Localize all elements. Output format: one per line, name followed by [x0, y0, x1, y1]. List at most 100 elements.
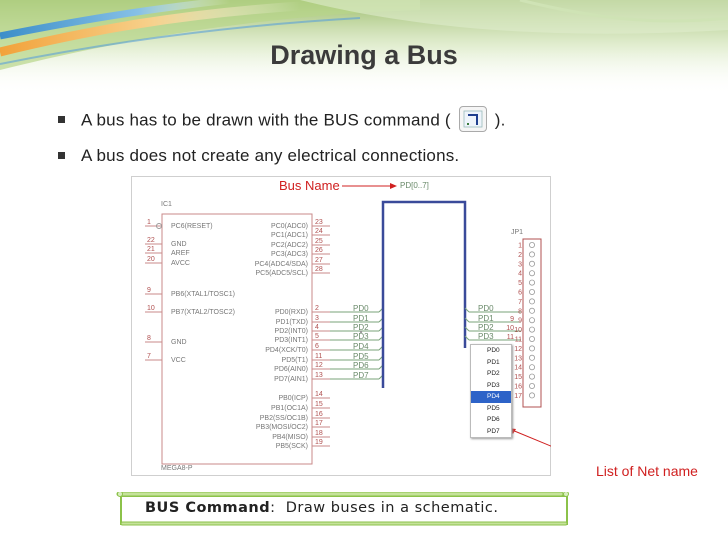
jp-pin-number: 14	[514, 365, 522, 372]
ic-pin-number: 22	[147, 237, 155, 244]
ic-pin-name: PD2(INT0)	[275, 328, 308, 335]
command-note-text: BUS Command: Draw buses in a schematic.	[145, 500, 499, 516]
ic-pin-number: 28	[315, 266, 323, 273]
jp-pin-number: 17	[514, 393, 522, 400]
net-label: PD1	[478, 314, 494, 323]
ic-pin-number: 26	[315, 247, 323, 254]
ic-pin-name: PC2(ADC2)	[271, 242, 308, 249]
jp-pin	[528, 335, 535, 342]
ic-body	[161, 213, 313, 465]
bullet-text: A bus has to be drawn with the BUS comma…	[81, 110, 451, 130]
net-label: PD0	[478, 304, 494, 313]
ic-pin-name: PB3(MOSI/OC2)	[256, 424, 308, 431]
slide-title: Drawing a Bus	[270, 40, 458, 70]
bullet-item: A bus has to be drawn with the BUS comma…	[58, 106, 506, 134]
ic-pin-name: PD3(INT1)	[275, 337, 308, 344]
bullet-text: A bus does not create any electrical con…	[81, 146, 460, 165]
jp-pin-number: 16	[514, 384, 522, 391]
net-label: PD2	[478, 323, 494, 332]
jp-pin	[528, 260, 535, 267]
bus-name-label: Bus Name	[279, 178, 340, 193]
bullet-marker	[58, 116, 65, 124]
ic-pin-name: PD7(AIN1)	[274, 376, 308, 383]
ic-pin-number: 8	[147, 335, 151, 342]
ic-pin-number: 16	[315, 411, 323, 418]
net-label: PD7	[353, 371, 369, 380]
ic-pin-name: PB2(SS/OC1B)	[260, 415, 308, 422]
net-list-option[interactable]: PD7	[487, 427, 500, 435]
ic-pin-name: PC3(ADC3)	[271, 251, 308, 258]
jp-pin-number: 10	[506, 325, 514, 332]
jp-reference: JP1	[511, 229, 523, 236]
net-list-option[interactable]: PD4	[471, 391, 511, 403]
ic-pin-number: 2	[315, 305, 319, 312]
ic-reference: IC1	[161, 201, 172, 208]
ic-pin-name: PC6(RESET)	[171, 223, 213, 230]
ic-pin-number: 10	[147, 305, 155, 312]
jp-pin-number: 2	[518, 252, 522, 259]
jp-pin-number: 7	[518, 299, 522, 306]
bus-line	[381, 200, 467, 388]
ic-pin-number: 9	[147, 287, 151, 294]
list-callout-arrow-line	[511, 429, 551, 447]
ic-value: MEGA8-P	[161, 465, 193, 472]
net-list-option[interactable]: PD2	[487, 370, 500, 377]
ic-pin-number: 13	[315, 372, 323, 379]
ic-pin-number: 20	[147, 256, 155, 263]
net-wire-entry	[464, 307, 470, 313]
jp-pin-number: 12	[514, 346, 522, 353]
ic-pin-number: 27	[315, 257, 323, 264]
ic-pin-name: PB5(SCK)	[276, 443, 308, 450]
net-list-option[interactable]: PD5	[487, 404, 500, 412]
ic-pin-name: VCC	[171, 357, 186, 364]
ic-pin-number: 21	[147, 246, 155, 253]
bullet-marker	[58, 152, 65, 159]
ic-pin-name: PC4(ADC4/SDA)	[255, 261, 308, 268]
jp-pin-number: 3	[518, 261, 522, 268]
jp-pin-number: 11	[507, 334, 514, 341]
ic-pin-number: 15	[315, 401, 323, 408]
jp-pin-number: 13	[514, 355, 522, 362]
net-wire-entry	[464, 326, 470, 332]
jp-pin	[528, 251, 535, 258]
jp-pin-number: 1	[518, 243, 522, 250]
bus-command-icon	[458, 106, 487, 132]
jp-connector-body	[522, 238, 542, 408]
net-list-option[interactable]: PD1	[487, 358, 500, 366]
ic-pin-number: 24	[315, 228, 323, 235]
ic-pin-number: 3	[315, 315, 319, 322]
ic-pin-name: PD0(RXD)	[275, 309, 308, 316]
ic-pin-name: PC1(ADC1)	[271, 232, 308, 239]
net-label: PD4	[353, 342, 369, 351]
net-list-option[interactable]: PD3	[487, 381, 500, 389]
net-wire-entry	[464, 317, 470, 323]
jp-pin	[528, 373, 535, 380]
ic-pin-name: GND	[171, 339, 187, 346]
ic-pin-name: PB7(XTAL2/TOSC2)	[171, 309, 235, 316]
ic-pin-number: 17	[315, 420, 323, 427]
ic-pin-number: 25	[315, 238, 323, 245]
jp-pin-number: 8	[518, 308, 522, 315]
bus-name-value: PD[0..7]	[400, 181, 429, 190]
jp-pin-number: 15	[514, 374, 522, 381]
jp-pin	[528, 364, 535, 371]
ic-pin-name: PC0(ADC0)	[271, 223, 308, 230]
jp-pin-number: 11	[515, 337, 522, 344]
ic-pin-number: 5	[315, 333, 319, 340]
jp-pin	[528, 354, 535, 361]
net-list-option[interactable]: PD6	[487, 416, 500, 423]
jp-pin-number: 9	[510, 316, 514, 323]
jp-pin	[528, 298, 535, 305]
ic-pin-name: GND	[171, 241, 187, 248]
net-label: PD2	[353, 323, 369, 332]
command-separator: :	[270, 500, 276, 516]
ic-pin-number: 1	[147, 219, 151, 226]
net-label: PD3	[353, 332, 369, 341]
jp-pin	[528, 242, 535, 249]
jp-pin-number: 9	[518, 318, 522, 325]
ic-center-mark	[359, 330, 363, 334]
ic-pin-name: PB6(XTAL1/TOSC1)	[171, 291, 235, 298]
net-list-option[interactable]: PD0	[487, 347, 500, 354]
